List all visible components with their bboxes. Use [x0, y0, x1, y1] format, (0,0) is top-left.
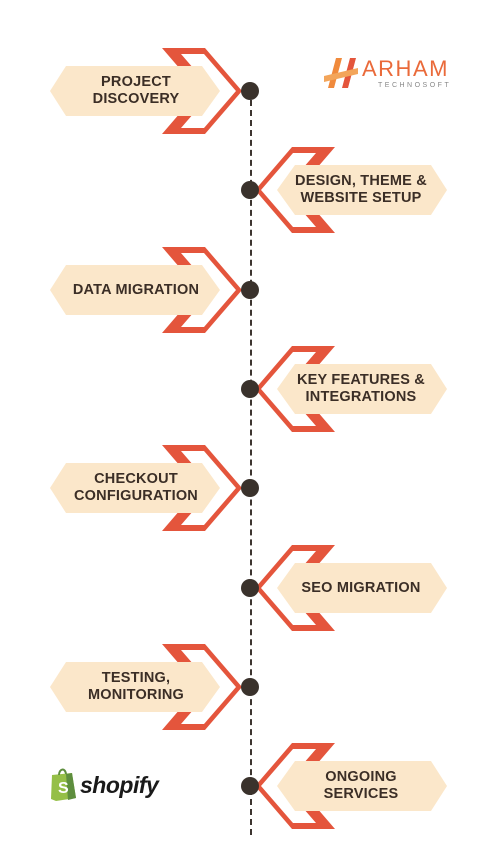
timeline-line: [250, 90, 252, 835]
step-chevron-shape: [255, 545, 447, 631]
svg-text:S: S: [58, 780, 69, 797]
timeline-dot: [241, 380, 259, 398]
platform-name: shopify: [80, 772, 159, 798]
timeline-dot: [241, 678, 259, 696]
step-label: PROJECT DISCOVERY: [92, 74, 180, 107]
step-chevron-shape: [50, 48, 242, 134]
arham-h-icon: [324, 58, 358, 88]
step-label: CHECKOUT CONFIGURATION: [74, 471, 198, 504]
timeline-step: TESTING, MONITORING: [50, 644, 250, 730]
timeline-dot: [241, 479, 259, 497]
step-label: ONGOING SERVICES: [323, 769, 399, 802]
step-chevron-shape: [50, 445, 242, 531]
step-label: TESTING, MONITORING: [88, 670, 184, 703]
shopify-bag-icon: S: [51, 768, 76, 801]
timeline-step: CHECKOUT CONFIGURATION: [50, 445, 250, 531]
step-chevron-shape: [50, 644, 242, 730]
timeline-step: DATA MIGRATION: [50, 247, 250, 333]
brand-name: ARHAM: [362, 56, 449, 81]
timeline-step: ONGOING SERVICES: [247, 743, 447, 829]
step-chevron-shape: [255, 147, 447, 233]
timeline-step: DESIGN, THEME & WEBSITE SETUP: [247, 147, 447, 233]
step-label: SEO MIGRATION: [301, 579, 421, 596]
timeline-dot: [241, 281, 259, 299]
timeline-dot: [241, 181, 259, 199]
timeline-step: PROJECT DISCOVERY: [50, 48, 250, 134]
step-label: KEY FEATURES & INTEGRATIONS: [297, 372, 425, 405]
step-label: DATA MIGRATION: [72, 281, 200, 298]
shopify-logo: S shopify: [48, 766, 168, 806]
timeline-dot: [241, 777, 259, 795]
arham-logo: ARHAM TECHNOSOFT: [322, 54, 452, 94]
step-chevron-shape: [255, 346, 447, 432]
timeline-step: SEO MIGRATION: [247, 545, 447, 631]
step-chevron-shape: [255, 743, 447, 829]
step-chevron-shape: [50, 247, 242, 333]
step-label: DESIGN, THEME & WEBSITE SETUP: [295, 173, 427, 206]
brand-tagline: TECHNOSOFT: [378, 82, 452, 89]
timeline-dot: [241, 82, 259, 100]
timeline-step: KEY FEATURES & INTEGRATIONS: [247, 346, 447, 432]
timeline-dot: [241, 579, 259, 597]
